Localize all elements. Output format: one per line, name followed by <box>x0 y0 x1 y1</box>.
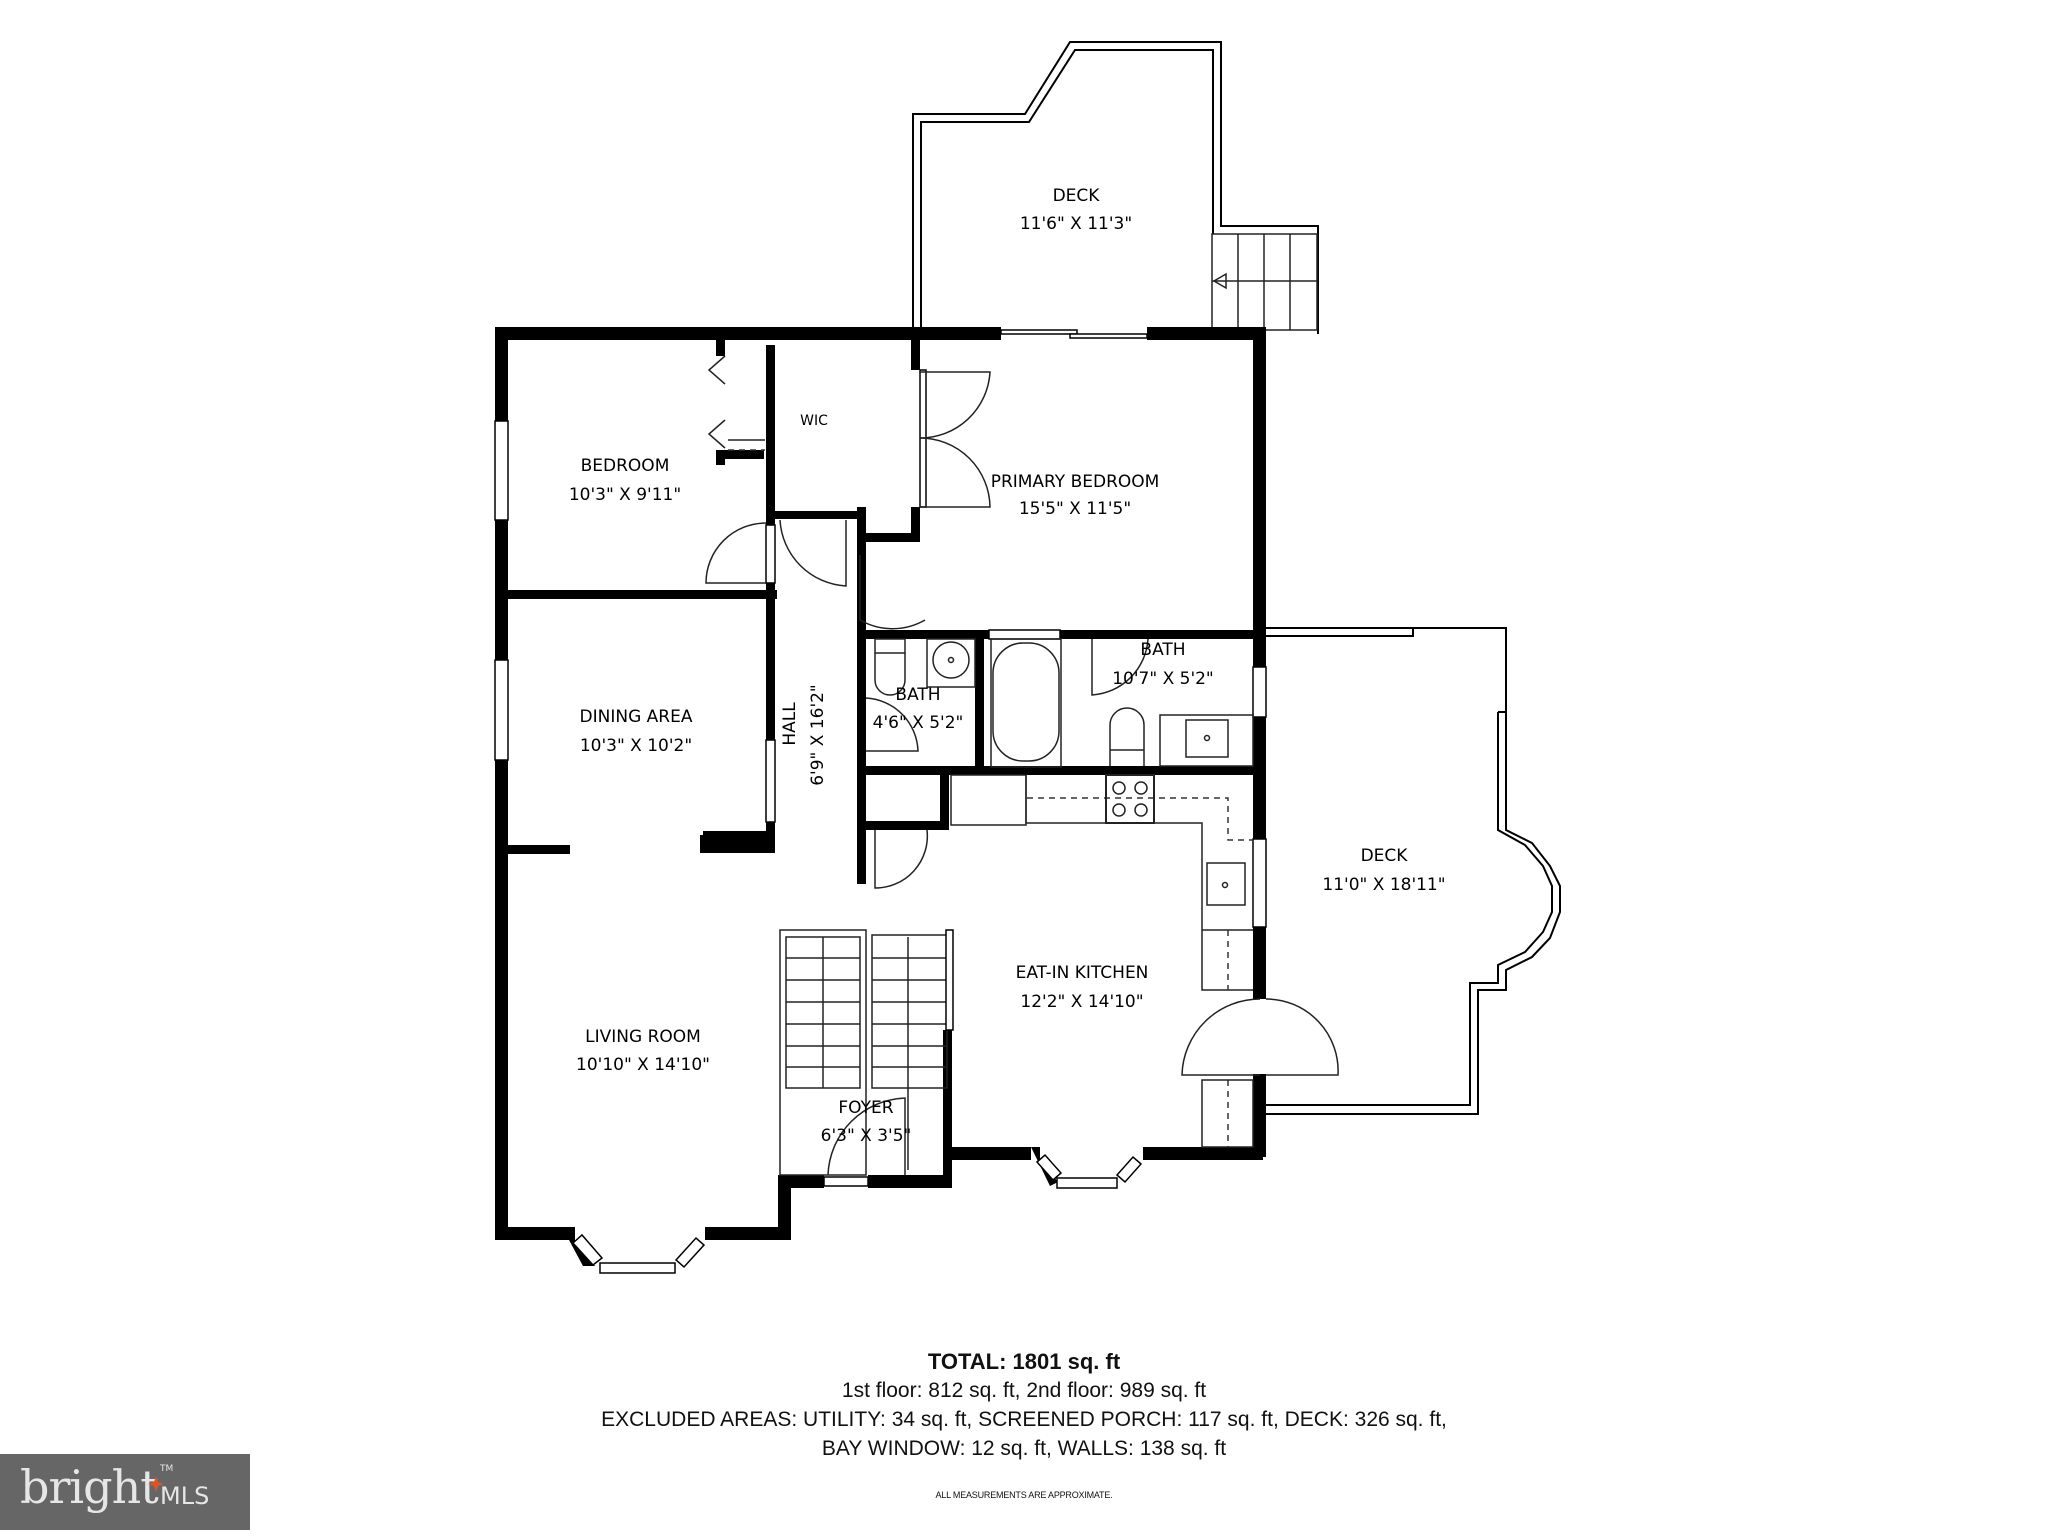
room-name-deck-top: DECK <box>1053 186 1101 206</box>
room-dims-foyer: 6'3" X 3'5" <box>821 1126 912 1146</box>
room-dims-primary-bedroom: 15'5" X 11'5" <box>1019 499 1131 519</box>
sparkle-icon <box>148 1476 164 1492</box>
room-dims-living-room: 10'10" X 14'10" <box>576 1055 710 1075</box>
deck-right-outline <box>1266 627 1561 1115</box>
room-name-primary-bedroom: PRIMARY BEDROOM <box>991 472 1160 492</box>
room-dims-bath-large: 10'7" X 5'2" <box>1112 669 1214 689</box>
bright-mls-logo: bright TM MLS <box>0 1454 250 1530</box>
floor-areas: 1st floor: 812 sq. ft, 2nd floor: 989 sq… <box>841 1379 1207 1402</box>
room-name-bath-large: BATH <box>1140 640 1185 660</box>
room-name-bath-small: BATH <box>895 685 940 705</box>
room-dims-deck-right: 11'0" X 18'11" <box>1322 875 1445 895</box>
room-dims-hall: 6'9" X 16'2" <box>808 684 828 786</box>
deck-top-outline <box>912 41 1319 334</box>
interior-walls <box>495 340 1265 884</box>
room-dims-eat-in-kitchen: 12'2" X 14'10" <box>1020 992 1143 1012</box>
excluded-areas-line-1: EXCLUDED AREAS: UTILITY: 34 sq. ft, SCRE… <box>601 1408 1447 1431</box>
room-dims-bedroom: 10'3" X 9'11" <box>569 485 681 505</box>
room-name-foyer: FOYER <box>838 1098 893 1118</box>
logo-wordmark: bright <box>20 1460 159 1514</box>
excluded-areas-line-2: BAY WINDOW: 12 sq. ft, WALLS: 138 sq. ft <box>821 1437 1227 1460</box>
room-name-wic: WIC <box>800 413 828 429</box>
doors <box>705 371 1339 1176</box>
room-name-living-room: LIVING ROOM <box>585 1027 701 1047</box>
room-dims-bath-small: 4'6" X 5'2" <box>873 713 964 733</box>
room-name-hall: HALL <box>780 702 800 746</box>
room-name-dining-area: DINING AREA <box>580 707 693 727</box>
exterior-walls <box>494 327 1267 1274</box>
logo-mls-text: MLS <box>160 1482 210 1510</box>
total-area: TOTAL: 1801 sq. ft <box>927 1349 1121 1374</box>
room-dims-deck-top: 11'6" X 11'3" <box>1020 214 1132 234</box>
room-labels: DECK 11'6" X 11'3" BEDROOM 10'3" X 9'11"… <box>569 186 1446 1146</box>
disclaimer: ALL MEASUREMENTS ARE APPROXIMATE. <box>935 1490 1113 1500</box>
fixtures <box>779 638 1254 1176</box>
room-name-deck-right: DECK <box>1361 846 1409 866</box>
trademark-mark: TM <box>160 1464 174 1474</box>
room-name-eat-in-kitchen: EAT-IN KITCHEN <box>1016 963 1149 983</box>
room-dims-dining-area: 10'3" X 10'2" <box>580 736 692 756</box>
room-name-bedroom: BEDROOM <box>581 456 670 476</box>
